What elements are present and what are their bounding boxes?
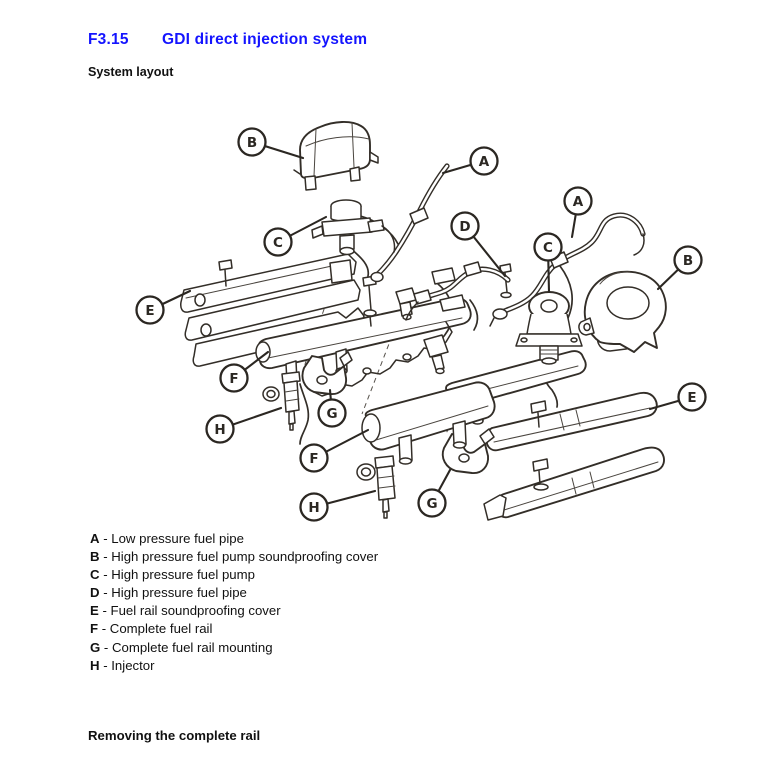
legend-text: Low pressure fuel pipe — [111, 531, 244, 546]
callout-e-right: E — [677, 382, 707, 412]
section-title: GDI direct injection system — [162, 31, 368, 48]
legend-letter: G — [90, 639, 101, 655]
svg-text:A: A — [573, 194, 584, 210]
pump-soundproofing-cover-top-drawing — [293, 121, 379, 191]
section-number: F3.15 — [88, 31, 129, 48]
svg-text:B: B — [247, 135, 257, 151]
legend-text: Complete fuel rail mounting — [112, 639, 273, 655]
legend-separator: - — [98, 603, 111, 619]
callout-a-right: A — [563, 186, 593, 216]
legend-text: Fuel rail soundproofing cover — [110, 603, 281, 619]
fuel-rail-soundproofing-cover-right-drawing — [483, 391, 665, 521]
callout-c-right: C — [533, 232, 563, 262]
svg-text:H: H — [308, 500, 319, 516]
callout-b-right: B — [673, 245, 703, 275]
complete-fuel-rail-lower-drawing — [361, 381, 496, 465]
subsection-heading-system-layout: System layout — [88, 65, 174, 79]
callout-d: D — [450, 211, 480, 241]
legend-item: D - High pressure fuel pipe — [90, 584, 378, 602]
legend-separator: - — [99, 531, 112, 546]
legend-letter: D — [90, 585, 100, 601]
legend-letter: B — [90, 549, 100, 565]
fuel-rail-soundproofing-cover-left-drawing — [180, 253, 365, 367]
svg-text:E: E — [687, 390, 696, 406]
svg-text:A: A — [479, 154, 490, 170]
fuel-rail-mounting-left-drawing — [301, 351, 353, 395]
fuel-rail-mounting-right-drawing — [441, 428, 495, 474]
injector-left-drawing — [262, 371, 301, 431]
high-pressure-fuel-pump-upper-drawing — [311, 199, 396, 256]
callout-g-left: G — [317, 398, 347, 428]
injector-lower-drawing — [356, 455, 396, 519]
legend-separator: - — [98, 621, 110, 637]
next-section-heading: Removing the complete rail — [88, 728, 261, 743]
high-pressure-fuel-pump-right-drawing — [515, 291, 583, 365]
svg-text:F: F — [229, 371, 238, 387]
legend-letter: A — [90, 531, 100, 546]
legend-letter: C — [90, 567, 100, 583]
legend-item: G - Complete fuel rail mounting — [90, 639, 378, 657]
legend-separator: - — [99, 567, 112, 583]
svg-text:C: C — [273, 235, 283, 251]
svg-text:C: C — [543, 240, 553, 256]
svg-text:G: G — [326, 406, 337, 422]
legend-item: H - Injector — [90, 657, 378, 675]
callout-f-upper: F — [219, 363, 249, 393]
legend-text: High pressure fuel pipe — [111, 585, 247, 601]
legend-text: High pressure fuel pump soundproofing co… — [111, 549, 379, 565]
svg-text:D: D — [459, 219, 470, 235]
pump-soundproofing-cover-right-drawing — [578, 270, 667, 353]
legend-separator: - — [100, 639, 112, 655]
callout-b-top: B — [237, 127, 267, 157]
svg-text:G: G — [426, 496, 437, 512]
callout-h-left: H — [205, 414, 235, 444]
legend-item: E - Fuel rail soundproofing cover — [90, 602, 378, 620]
callout-f-lower: F — [299, 443, 329, 473]
legend-letter: H — [90, 657, 100, 673]
callout-g-right: G — [417, 488, 447, 518]
svg-text:E: E — [145, 303, 154, 319]
fuel-pipes-drawing — [370, 163, 646, 327]
svg-text:F: F — [309, 451, 318, 467]
legend-text: Complete fuel rail — [109, 621, 213, 637]
legend-item: A - Low pressure fuel pipe — [90, 530, 378, 548]
legend-item: C - High pressure fuel pump — [90, 566, 378, 584]
callout-c-left: C — [263, 227, 293, 257]
legend-separator: - — [99, 657, 112, 673]
page-title: F3.15 GDI direct injection system — [88, 31, 367, 49]
callout-a-left: A — [469, 146, 499, 176]
callout-h-lower: H — [299, 492, 329, 522]
legend-separator: - — [99, 549, 112, 565]
diagram-legend: A - Low pressure fuel pipe B - High pres… — [90, 530, 378, 675]
legend-item: F - Complete fuel rail — [90, 620, 378, 638]
svg-text:B: B — [683, 253, 693, 269]
legend-item: B - High pressure fuel pump soundproofin… — [90, 548, 378, 566]
svg-text:H: H — [214, 422, 225, 438]
legend-letter: F — [90, 621, 99, 637]
legend-separator: - — [99, 585, 112, 601]
callout-e-left: E — [135, 295, 165, 325]
legend-letter: E — [90, 603, 99, 619]
legend-text: Injector — [111, 657, 155, 673]
legend-text: High pressure fuel pump — [111, 567, 255, 583]
